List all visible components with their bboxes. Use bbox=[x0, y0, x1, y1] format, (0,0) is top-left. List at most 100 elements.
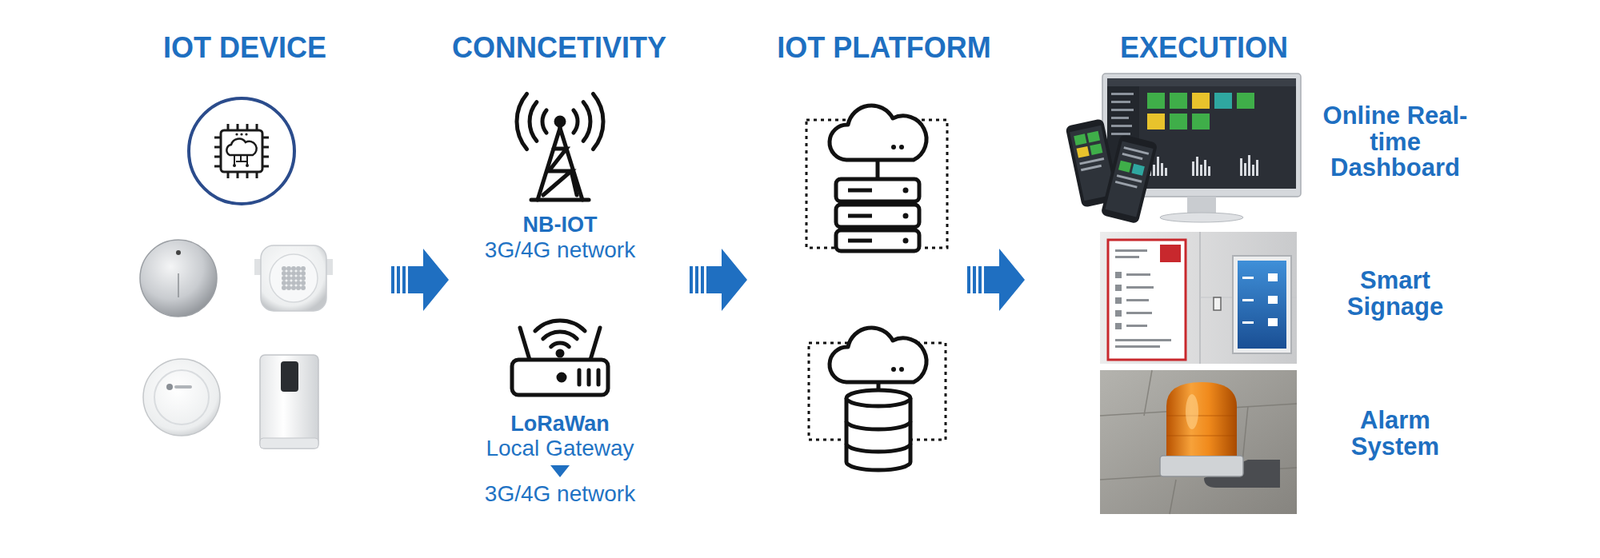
ceiling-sensor bbox=[143, 359, 220, 436]
dashboard-illustration bbox=[1123, 146, 1149, 156]
cloud-server-icon bbox=[891, 144, 896, 150]
signage-illustration bbox=[1126, 312, 1152, 315]
chip-icon bbox=[262, 146, 269, 149]
signage-illustration bbox=[1115, 256, 1140, 259]
dashboard-illustration bbox=[1214, 92, 1232, 109]
chip-icon bbox=[236, 172, 240, 179]
cell-tower-icon bbox=[583, 102, 591, 142]
dashboard-illustration bbox=[1087, 131, 1100, 144]
signage-illustration bbox=[1126, 286, 1154, 289]
network-name: LoRaWan bbox=[510, 412, 610, 437]
signage-illustration bbox=[1242, 299, 1254, 302]
toilet-roll-dispenser bbox=[177, 273, 180, 298]
cell-tower-icon bbox=[560, 128, 583, 200]
alarm-illustration bbox=[1166, 382, 1237, 456]
signage-illustration bbox=[1126, 324, 1148, 328]
cloud-server-icon bbox=[848, 214, 872, 219]
chip-icon bbox=[256, 124, 259, 131]
cloud-server-icon bbox=[836, 179, 920, 202]
network-detail: Local Gateway bbox=[485, 436, 634, 462]
cloud-database-icon bbox=[829, 328, 927, 471]
chip-icon bbox=[214, 136, 221, 140]
dashboard-illustration bbox=[1256, 160, 1259, 176]
chip-icon bbox=[226, 139, 256, 156]
chip-icon bbox=[235, 132, 238, 136]
cell-tower-icon bbox=[529, 102, 537, 142]
dashboard-illustration bbox=[1102, 73, 1301, 197]
column-heading: CONNCETIVITY bbox=[452, 32, 667, 64]
alarm-illustration bbox=[1160, 456, 1244, 477]
signage-illustration bbox=[1242, 273, 1278, 327]
sensor-panel bbox=[300, 280, 306, 286]
dashboard-illustration bbox=[1131, 164, 1144, 176]
dashboard-illustration bbox=[1111, 108, 1134, 112]
output-label: Alarm System bbox=[1319, 408, 1472, 460]
chip-icon bbox=[246, 155, 248, 165]
cloud-server-icon bbox=[903, 188, 909, 194]
network-detail: 3G/4G network bbox=[484, 238, 636, 264]
cell-tower-icon bbox=[571, 171, 577, 196]
sensor-panel bbox=[281, 266, 287, 272]
cloud-server-icon bbox=[899, 144, 904, 150]
chip-icon bbox=[188, 98, 295, 204]
flow-arrow bbox=[967, 248, 1025, 312]
cloud-server-icon bbox=[848, 188, 872, 193]
router-icon bbox=[587, 370, 592, 385]
dashboard-illustration bbox=[1100, 134, 1159, 225]
chip-icon bbox=[244, 132, 248, 136]
chip-icon bbox=[262, 136, 269, 140]
dashboard-illustration bbox=[1248, 155, 1251, 176]
router-icon bbox=[551, 343, 570, 348]
dashboard-illustration bbox=[1104, 140, 1153, 217]
cloud-database-icon bbox=[846, 398, 911, 471]
soap-dispenser bbox=[280, 361, 299, 392]
dashboard-illustration bbox=[1200, 164, 1203, 176]
sensor-panel bbox=[296, 266, 301, 272]
chip-icon bbox=[227, 124, 230, 131]
soap-dispenser bbox=[260, 438, 319, 449]
soap-dispenser bbox=[260, 355, 319, 449]
dashboard-illustration bbox=[1111, 92, 1134, 136]
ceiling-sensor bbox=[154, 370, 209, 425]
chip-icon bbox=[227, 172, 230, 179]
sensor-panel bbox=[286, 276, 292, 281]
chip-icon bbox=[220, 130, 263, 172]
toilet-roll-dispenser bbox=[140, 240, 217, 317]
sensor-panel bbox=[281, 266, 306, 291]
dashboard-illustration bbox=[1111, 92, 1134, 96]
router-icon bbox=[558, 374, 565, 381]
cloud-server-icon bbox=[848, 239, 872, 244]
router-icon bbox=[512, 320, 608, 396]
column-heading: EXECUTION bbox=[1120, 32, 1288, 64]
chip-icon bbox=[214, 156, 221, 159]
signage-illustration bbox=[1100, 232, 1297, 364]
router-icon bbox=[512, 360, 608, 396]
chip-icon bbox=[232, 132, 249, 168]
sensor-panel bbox=[286, 271, 292, 276]
dashboard-illustration bbox=[1169, 113, 1188, 130]
sensor-panel bbox=[291, 266, 296, 272]
dashboard-illustration bbox=[1160, 212, 1244, 223]
signage-illustration bbox=[1126, 299, 1149, 302]
sensor-panel bbox=[286, 285, 292, 291]
cloud-server-icon bbox=[806, 105, 948, 252]
soap-dispenser bbox=[260, 355, 319, 449]
router-icon bbox=[590, 328, 600, 360]
alarm-illustration bbox=[1169, 480, 1176, 515]
dashboard-illustration bbox=[1089, 143, 1103, 156]
sensor-panel bbox=[296, 280, 301, 286]
dashboard-illustration bbox=[1111, 116, 1129, 120]
router-icon bbox=[577, 370, 582, 385]
chip-icon bbox=[233, 155, 236, 165]
cloud-server-icon bbox=[876, 160, 880, 180]
chip-icon bbox=[256, 172, 259, 179]
chip-icon bbox=[240, 132, 243, 136]
signage-illustration bbox=[1237, 260, 1287, 349]
sensor-panel bbox=[286, 266, 292, 272]
cloud-database-icon bbox=[846, 390, 911, 407]
column-heading: IOT PLATFORM bbox=[776, 32, 991, 64]
dashboard-illustration bbox=[1204, 160, 1207, 176]
signage-illustration bbox=[1126, 273, 1151, 276]
